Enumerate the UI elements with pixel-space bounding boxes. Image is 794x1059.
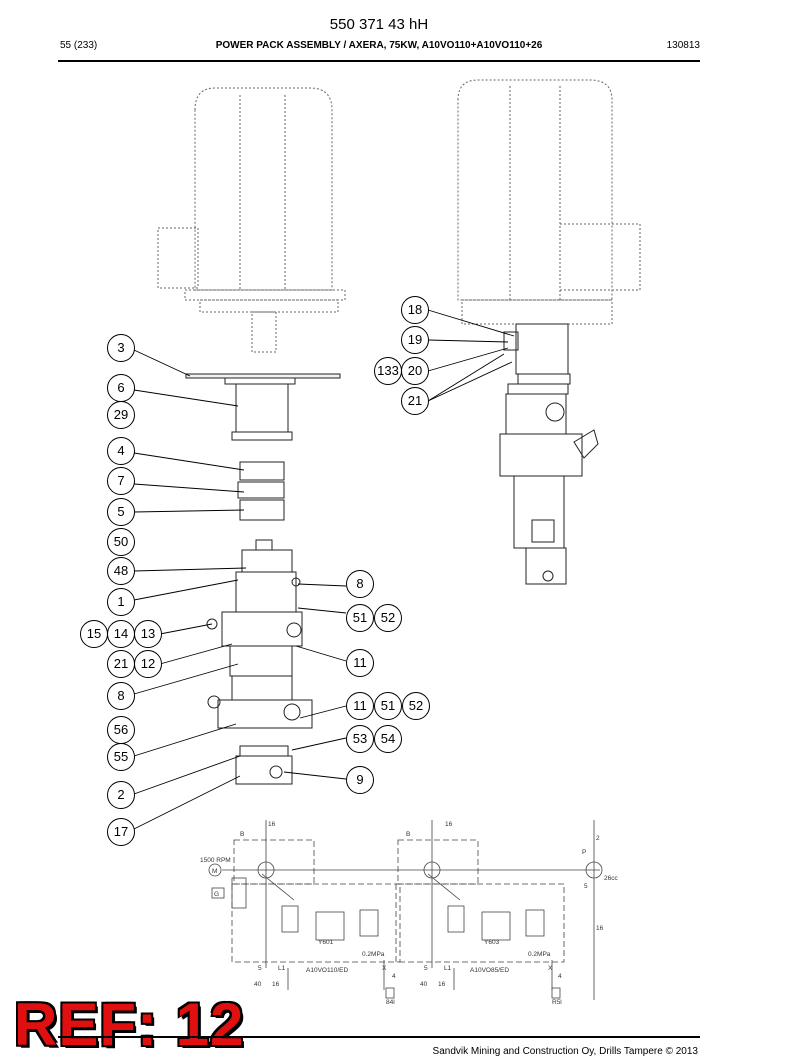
callout-21-left: 21: [107, 650, 135, 678]
callout-18: 18: [401, 296, 429, 324]
callout-54: 54: [374, 725, 402, 753]
callout-21-right: 21: [401, 387, 429, 415]
callout-3: 3: [107, 334, 135, 362]
schematic-label: 26cc: [604, 875, 618, 882]
schematic-label: 1500 RPM: [200, 857, 231, 864]
schematic-label: Y603: [484, 939, 500, 946]
schematic-label: Y601: [318, 939, 334, 946]
header-rule: [58, 60, 700, 62]
callout-133: 133: [374, 357, 402, 385]
callout-51-bottom: 51: [374, 692, 402, 720]
callout-17: 17: [107, 818, 135, 846]
left-motor: [157, 87, 346, 353]
schematic-label: 16: [268, 821, 276, 828]
document-code: 130813: [666, 40, 700, 51]
page-title: POWER PACK ASSEMBLY / AXERA, 75KW, A10VO…: [215, 40, 543, 51]
schematic-label: 2: [596, 835, 600, 842]
schematic-label: A10VO85/ED: [470, 967, 509, 974]
callout-4: 4: [107, 437, 135, 465]
callout-55: 55: [107, 743, 135, 771]
callout-5: 5: [107, 498, 135, 526]
callout-11-top: 11: [346, 649, 374, 677]
callout-12: 12: [134, 650, 162, 678]
callout-48: 48: [107, 557, 135, 585]
schematic-label: 40: [254, 981, 262, 988]
callout-1: 1: [107, 588, 135, 616]
schematic-labels: 16 16 2 B B P 1500 RPM M G 26cc 5 16 Y60…: [200, 821, 618, 1006]
left-exploded-parts: [185, 373, 341, 785]
callout-6: 6: [107, 374, 135, 402]
callout-50: 50: [107, 528, 135, 556]
schematic-label: 4: [392, 973, 396, 980]
schematic-label: P: [582, 849, 586, 856]
leader-lines: [133, 309, 515, 830]
doc-number: 550 371 43 hH: [329, 16, 429, 33]
schematic-label: 4: [558, 973, 562, 980]
schematic-label: B: [406, 831, 410, 838]
page-number: 55 (233): [60, 40, 98, 51]
schematic-label: L1: [444, 965, 452, 972]
callout-2: 2: [107, 781, 135, 809]
schematic-label: 5: [258, 965, 262, 972]
footer-copyright: Sandvik Mining and Construction Oy, Dril…: [432, 1046, 698, 1057]
schematic-label: G: [214, 891, 219, 898]
callout-56: 56: [107, 716, 135, 744]
callout-15: 15: [80, 620, 108, 648]
schematic-label: 16: [438, 981, 446, 988]
schematic-label: M: [212, 868, 217, 875]
callout-7: 7: [107, 467, 135, 495]
callout-8-left: 8: [107, 682, 135, 710]
callout-29: 29: [107, 401, 135, 429]
ref-stamp: REF: 12: [14, 991, 245, 1058]
schematic-label: R5l: [552, 999, 562, 1006]
schematic-label: 16: [596, 925, 604, 932]
callout-52-top: 52: [374, 604, 402, 632]
callout-8-right: 8: [346, 570, 374, 598]
schematic-label: A10VO110/ED: [306, 967, 348, 974]
schematic-label: 5: [584, 883, 588, 890]
callout-51-top: 51: [346, 604, 374, 632]
schematic-label: X: [382, 965, 387, 972]
callout-14: 14: [107, 620, 135, 648]
schematic-label: 5: [424, 965, 428, 972]
callout-53: 53: [346, 725, 374, 753]
callout-20: 20: [401, 357, 429, 385]
schematic-label: 16: [272, 981, 280, 988]
right-motor: [457, 79, 641, 325]
callout-52-bottom: 52: [402, 692, 430, 720]
callout-19: 19: [401, 326, 429, 354]
schematic-label: 0.2MPa: [528, 951, 551, 958]
right-pump-stack: [499, 323, 599, 585]
schematic-label: 40: [420, 981, 428, 988]
callout-9: 9: [346, 766, 374, 794]
schematic-label: B: [240, 831, 244, 838]
footer-rule: [58, 1036, 700, 1038]
schematic-label: X: [548, 965, 553, 972]
schematic-label: 16: [445, 821, 453, 828]
schematic-label: L1: [278, 965, 286, 972]
schematic-label: 0.2MPa: [362, 951, 385, 958]
callout-13: 13: [134, 620, 162, 648]
schematic-label: 84l: [386, 999, 395, 1006]
hydraulic-schematic: [208, 820, 603, 1000]
callout-11-bottom: 11: [346, 692, 374, 720]
